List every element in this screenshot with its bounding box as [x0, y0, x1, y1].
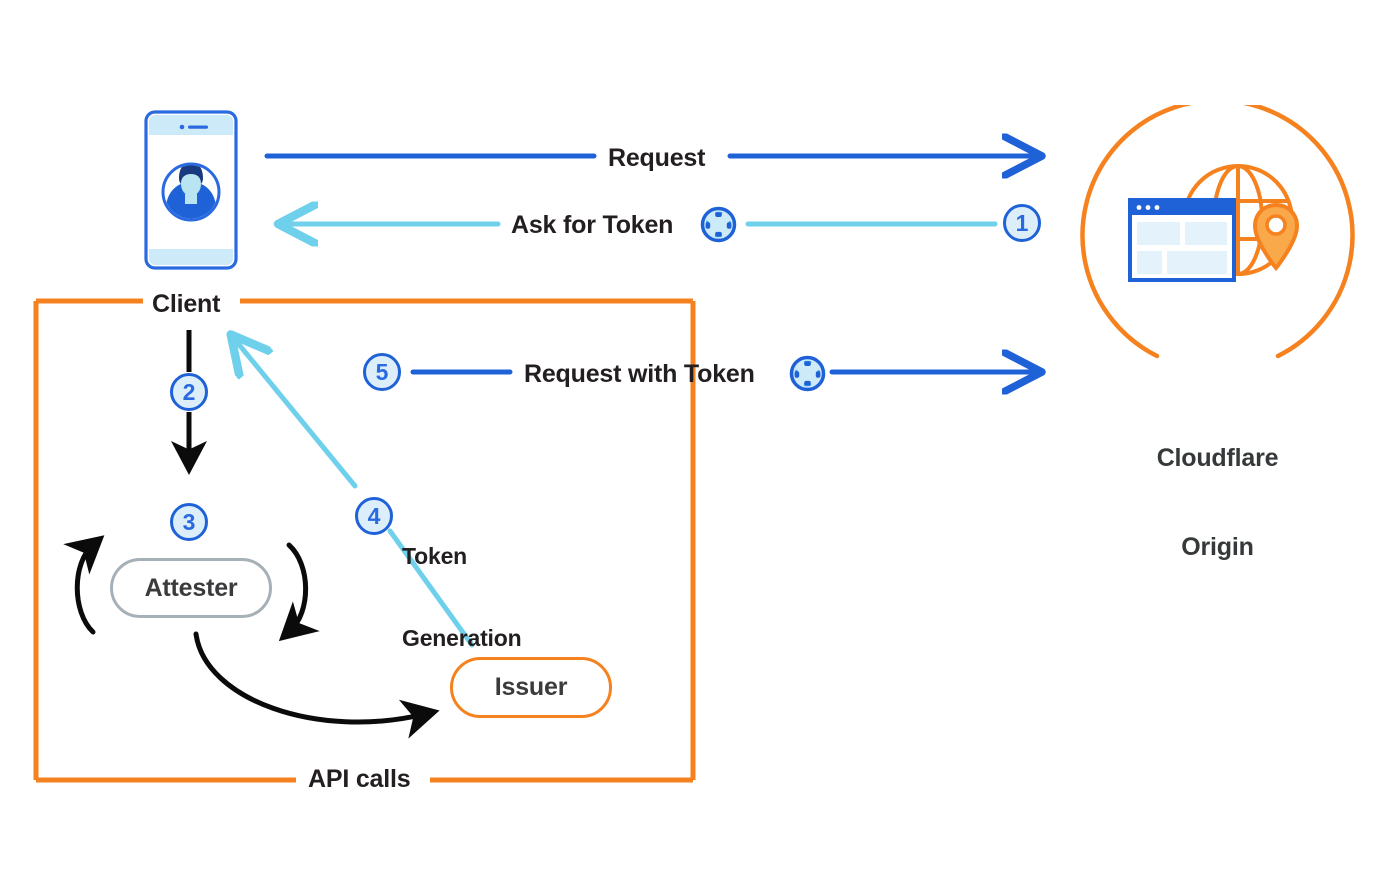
cloudflare-origin-icon — [1075, 98, 1360, 380]
token-icon — [700, 206, 737, 243]
edge-label-ask-for-token: Ask for Token — [511, 211, 674, 239]
node-attester[interactable]: Attester — [110, 558, 272, 618]
edge-attester-loop — [63, 535, 440, 739]
boundary-label-api-calls: API calls — [308, 765, 411, 793]
browser-window-glyph — [1128, 198, 1236, 282]
step-badge-2: 2 — [170, 373, 208, 411]
step-badge-5: 5 — [363, 353, 401, 391]
origin-label-line-2: Origin — [1181, 532, 1254, 561]
node-attester-label: Attester — [144, 573, 238, 602]
token-icon — [789, 355, 826, 392]
edge-label-request-with-token: Request with Token — [524, 360, 755, 388]
step-badge-3: 3 — [170, 503, 208, 541]
client-boundary-box — [33, 298, 696, 783]
step-badge-1: 1 — [1003, 204, 1041, 242]
boundary-label-client: Client — [152, 290, 221, 318]
node-issuer[interactable]: Issuer — [450, 657, 612, 718]
token-generation-line-2: Generation — [402, 624, 522, 651]
origin-label-line-1: Cloudflare — [1156, 444, 1279, 472]
step-badge-4: 4 — [355, 497, 393, 535]
node-issuer-label: Issuer — [494, 673, 568, 701]
token-generation-line-1: Token — [402, 543, 468, 570]
edge-token-generation — [232, 336, 475, 648]
location-pin-glyph — [1252, 202, 1300, 272]
edge-label-request: Request — [608, 144, 706, 172]
step-label-token-generation: Token Generation — [402, 489, 522, 706]
mobile-phone-user-icon — [144, 110, 238, 270]
node-origin-label: Cloudflare Origin — [1120, 385, 1315, 621]
